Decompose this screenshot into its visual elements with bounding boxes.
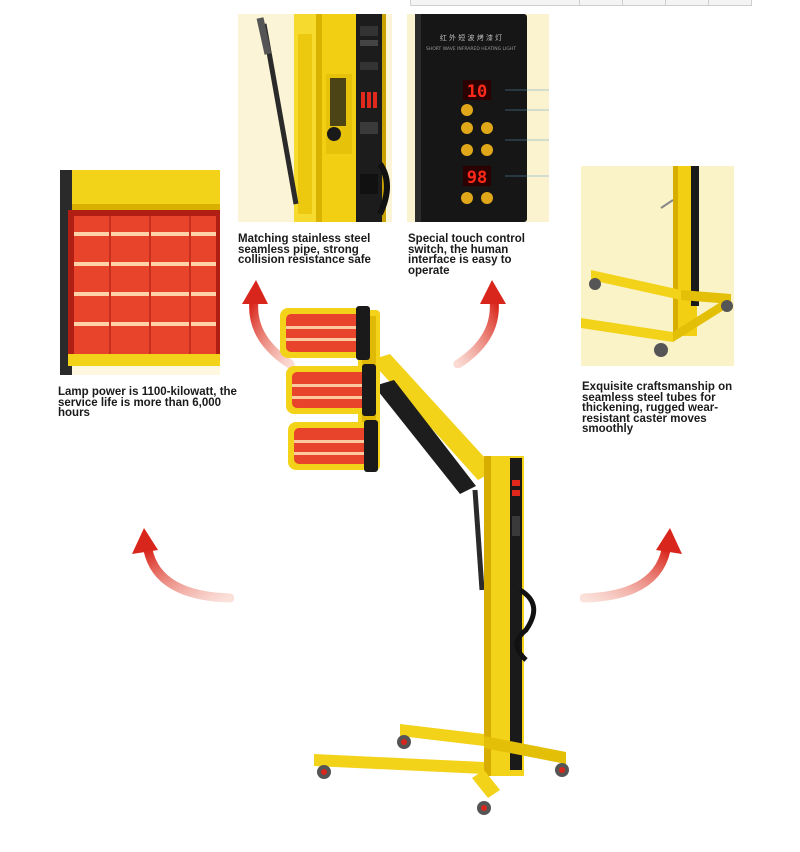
curved-arrow-icon <box>453 280 506 368</box>
top-table-cell <box>580 0 623 5</box>
top-table-strip <box>410 0 752 6</box>
curved-arrow-icon <box>242 280 295 368</box>
caption-touch-control: Special touch control switch, the human … <box>408 233 525 277</box>
caption-steel-pipe: Matching stainless steel seamless pipe, … <box>238 233 371 266</box>
top-table-cell <box>709 0 751 5</box>
infrared-lamp-product-image <box>280 306 569 815</box>
steel-pipe-photo <box>238 14 392 222</box>
panel-display-bottom: 98 <box>467 168 487 188</box>
svg-text:SHORT WAVE INFRARED HEATING LI: SHORT WAVE INFRARED HEATING LIGHT <box>426 46 516 52</box>
top-table-cell <box>623 0 666 5</box>
lamp-head <box>288 420 378 472</box>
lamp-closeup-photo <box>60 170 220 375</box>
panel-display-top: 10 <box>467 82 487 102</box>
top-table-cell <box>666 0 709 5</box>
lamp-head <box>280 306 370 360</box>
svg-text:红 外 短 波 烤 漆 灯: 红 外 短 波 烤 漆 灯 <box>440 33 502 42</box>
caption-lamp-power: Lamp power is 1100-kilowatt, the service… <box>58 386 237 419</box>
caption-craftsmanship: Exquisite craftsmanship on seamless stee… <box>582 381 733 435</box>
touch-control-photo: 红 外 短 波 烤 漆 灯 SHORT WAVE INFRARED HEATIN… <box>407 14 549 222</box>
lamp-head <box>286 364 376 416</box>
curved-arrow-icon <box>132 528 234 603</box>
curved-arrow-icon <box>580 528 682 603</box>
base-caster-photo <box>581 166 734 366</box>
top-table-cell <box>411 0 580 5</box>
